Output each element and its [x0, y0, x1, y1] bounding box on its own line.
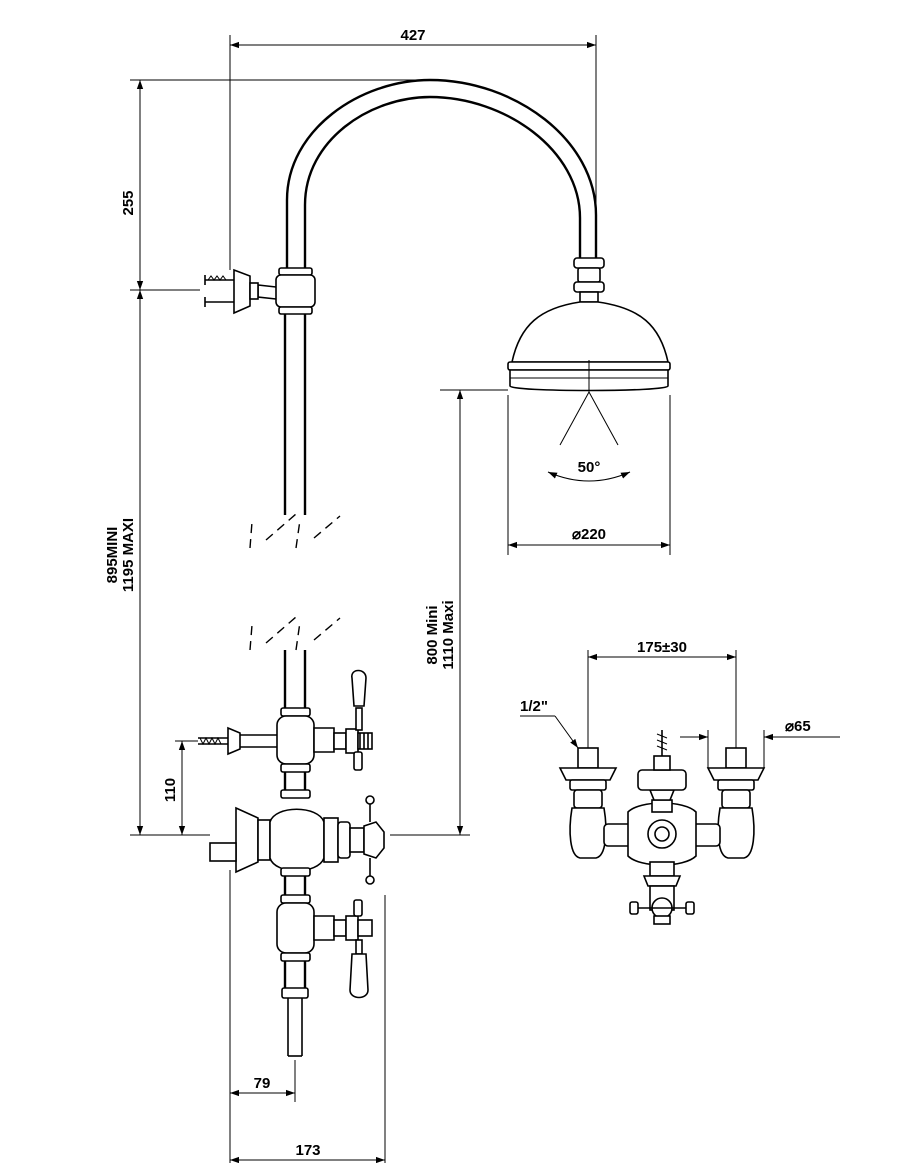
dimension-255-label: 255: [120, 190, 137, 215]
dimension-173: 173: [230, 895, 386, 1163]
front-body: [603, 730, 721, 925]
dimension-head-height: 800 Mini 1110 Maxi: [390, 389, 508, 836]
spray-angle: 50°: [547, 391, 631, 482]
front-right-inlet: [706, 747, 766, 859]
thread-label: 1/2": [520, 698, 579, 749]
dimension-diameter-65: ⌀65: [680, 718, 840, 768]
dimension-427: 427: [229, 27, 597, 270]
shower-arm: [285, 78, 598, 282]
arm-wall-union: [204, 267, 316, 315]
dimension-diameter-220: ⌀220: [507, 395, 671, 555]
lower-valve: [276, 867, 373, 1057]
dimension-895mini-label: 895MINI: [104, 527, 121, 584]
riser-pipe-upper: [283, 314, 307, 515]
dimension-total-height: 895MINI 1195 MAXI: [104, 290, 210, 836]
front-left-inlet: [558, 747, 618, 859]
dimension-79-label: 79: [254, 1075, 271, 1092]
dimension-1195maxi-label: 1195 MAXI: [120, 518, 137, 592]
connector-pipe: [280, 772, 311, 799]
dimension-79: 79: [229, 870, 296, 1163]
dimension-diameter-65-label: ⌀65: [785, 718, 811, 735]
dimension-1110maxi-label: 1110 Maxi: [440, 600, 457, 669]
spray-angle-label: 50°: [578, 459, 601, 476]
riser-pipe-lower: [283, 650, 307, 710]
break-marks: [249, 513, 341, 651]
thermostatic-body: [209, 795, 385, 885]
dimension-427-label: 427: [400, 27, 425, 44]
side-view: 427 255 895MINI 1195 MAXI 110 79: [104, 27, 598, 1163]
dimension-centers-label: 175±30: [637, 639, 687, 656]
dimension-centers: 175±30: [587, 639, 737, 748]
upper-valve: [198, 669, 373, 773]
dimension-110-label: 110: [162, 778, 179, 802]
dimension-diameter-220-label: ⌀220: [572, 526, 606, 543]
dimension-110: 110: [162, 740, 198, 835]
thread-label-text: 1/2": [520, 698, 548, 715]
front-view: 175±30 1/2" ⌀65: [520, 639, 840, 925]
dimension-800mini-label: 800 Mini: [424, 605, 441, 664]
dimension-255: 255: [120, 79, 430, 291]
shower-head: [507, 257, 671, 392]
dimension-173-label: 173: [295, 1142, 320, 1159]
